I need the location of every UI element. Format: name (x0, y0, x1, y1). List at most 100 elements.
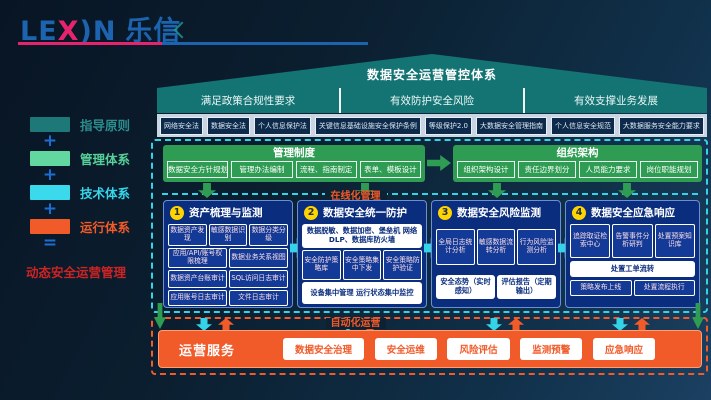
sub-box: 策略发布上线 (570, 280, 632, 296)
legend-item-technology: 技术体系 (30, 184, 150, 201)
panel-number-badge: 2 (304, 205, 318, 220)
panel-number-badge: 3 (438, 205, 452, 220)
green-swatch-icon (30, 150, 70, 166)
logo-cn: 乐信 (125, 16, 182, 47)
sub-box: 数据资产发现 (168, 224, 207, 246)
regulation-box: 大数据安全管理指南 (475, 116, 547, 135)
panel-title: 数据安全应急响应 (591, 207, 675, 219)
service-pills: 数据安全治理 安全运维 风险评估 监测预警 应急响应 (283, 338, 655, 360)
plus-icon: + (42, 131, 58, 151)
organization-item: 责任边界划分 (518, 161, 576, 178)
legend: 指导原则 + 管理体系 + 技术体系 + 运行体系 = (30, 116, 150, 252)
wide-box: 评估报告（定期输出） (497, 275, 556, 299)
wide-box: 设备集中管理 运行状态集中监控 (302, 282, 422, 304)
sub-box: 数据分类分级 (249, 224, 289, 246)
service-pill: 风险评估 (447, 338, 510, 360)
management-item: 数据安全方针规划 (167, 161, 229, 178)
service-pill: 安全运维 (374, 338, 437, 360)
regulations-strip: 网络安全法 数据安全法 个人信息保护法 关键信息基础设施安全保护条例 等级保护2… (157, 114, 707, 137)
sync-arrows (196, 318, 234, 331)
sub-box: 告警事件分析研判 (612, 224, 653, 258)
management-item: 流程、指南制定 (295, 161, 357, 178)
wide-box: 数据脱敏、数据加密、堡垒机 网络DLP、数据库防火墙 (302, 224, 422, 248)
organization-item: 组织架构设计 (457, 161, 515, 178)
panel-incident-response: 4 数据安全应急响应 追踪取证检索中心 告警事件分析研判 处置预案知识库 处置工单… (565, 200, 700, 308)
regulation-box: 个人信息安全规范 (550, 116, 615, 135)
goal-compliance: 满足政策合规性要求 (200, 95, 296, 107)
panel-title: 资产梳理与监测 (189, 207, 263, 219)
sub-box: 安全策略防护验证 (383, 250, 423, 280)
sync-arrows (612, 318, 650, 331)
panel-risk-monitoring: 3 数据安全风险监测 全局日志统计分析 敏感数据流转分析 行为风险监测分析 安全态… (431, 200, 561, 308)
legend-item-guideline: 指导原则 (30, 116, 150, 133)
operations-region-border (151, 317, 708, 375)
sub-box: 数据业务关系视图 (229, 248, 288, 268)
regulation-box: 个人信息保护法 (253, 116, 311, 135)
sub-box: 处置流程执行 (633, 280, 695, 296)
sub-box: 处置预案知识库 (654, 224, 695, 258)
legend-item-operation: 运行体系 (30, 218, 150, 235)
regulation-box: 大数据服务安全能力要求 (618, 116, 704, 135)
legend-label: 运行体系 (80, 219, 131, 235)
logo-x: X (57, 16, 80, 47)
legend-item-management: 管理体系 (30, 150, 150, 167)
panel-unified-protection: 2 数据安全统一防护 数据脱敏、数据加密、堡垒机 网络DLP、数据库防火墙 安全防… (297, 200, 427, 308)
legend-result-text: 动态安全运营管理 (26, 265, 127, 280)
management-system-title: 管理制度 (273, 147, 315, 159)
diagram-title: 数据安全运营管控体系 (366, 68, 497, 82)
sub-box: 应用账号日志审计 (168, 290, 227, 306)
sub-box: 安全防护策略库 (302, 250, 341, 280)
organization-structure-box: 组织架构 组织架构设计 责任边界划分 人员能力要求 岗位职能规划 (453, 145, 702, 182)
panel-asset-monitoring: 1 资产梳理与监测 数据资产发现 敏感数据识别 数据分类分级 应用/API/账号权… (163, 200, 293, 308)
goal-business: 有效支撑业务发展 (523, 88, 707, 113)
legend-label: 指导原则 (80, 117, 131, 133)
sub-box: 数据资产台账审计 (168, 270, 227, 288)
service-pill: 数据安全治理 (283, 338, 365, 360)
legend-label: 管理体系 (80, 151, 131, 167)
panel-number-badge: 4 (572, 205, 586, 220)
regulation-box: 网络安全法 (160, 116, 203, 135)
panel-number-badge: 1 (170, 205, 184, 220)
service-pill: 监测预警 (520, 338, 583, 360)
wide-box: 处置工单流转 (570, 261, 695, 277)
technology-region-border (151, 139, 708, 313)
regulation-box: 关键信息基础设施安全保护条例 (314, 116, 421, 135)
goal-risk: 有效防护安全风险 (339, 88, 523, 113)
management-item: 管理办法编制 (231, 161, 293, 178)
orange-swatch-icon (30, 218, 70, 234)
plus-icon: + (42, 199, 58, 219)
panel-title: 数据安全统一防护 (323, 207, 407, 219)
operations-service-bar: 运营服务 数据安全治理 安全运维 风险评估 监测预警 应急响应 (158, 330, 702, 368)
equals-icon: = (42, 233, 58, 253)
service-pill: 应急响应 (592, 338, 655, 360)
online-dashed-line (162, 193, 698, 195)
sub-box: 安全策略集中下发 (342, 250, 382, 280)
management-item: 表单、模板设计 (359, 161, 421, 178)
organization-item: 岗位职能规划 (640, 161, 698, 178)
sub-box: 敏感数据流转分析 (476, 229, 516, 265)
sub-box: 追踪取证检索中心 (570, 224, 611, 258)
sub-box: 应用/API/账号权限梳理 (168, 248, 227, 268)
management-system-box: 管理制度 数据安全方针规划 管理办法编制 流程、指南制定 表单、模板设计 (163, 145, 425, 182)
goals-bar: 满足政策合规性要求 有效防护安全风险 有效支撑业务发展 (157, 88, 707, 113)
sync-arrows (486, 318, 524, 331)
regulation-box: 数据安全法 (206, 116, 250, 135)
teal-swatch-icon (30, 116, 70, 132)
logo-underline-blue (162, 42, 368, 45)
sub-box: 行为风险监测分析 (517, 229, 557, 265)
organization-structure-title: 组织架构 (556, 147, 599, 159)
sub-box: 敏感数据识别 (208, 224, 248, 246)
panel-title: 数据安全风险监测 (457, 207, 541, 219)
automation-operations-label: 自动化运营 (325, 318, 386, 329)
logo-underline-pink (18, 42, 162, 45)
cyan-swatch-icon (30, 184, 70, 200)
online-management-label: 在线化管理 (324, 191, 387, 202)
organization-item: 人员能力要求 (579, 161, 637, 178)
logo-text: LE (20, 16, 58, 47)
sub-box: SQL访问日志审计 (229, 270, 288, 288)
wide-box: 安全态势（实时感知） (436, 275, 495, 299)
sub-box: 文件日志审计 (229, 290, 288, 306)
sub-box: 全局日志统计分析 (436, 229, 475, 265)
